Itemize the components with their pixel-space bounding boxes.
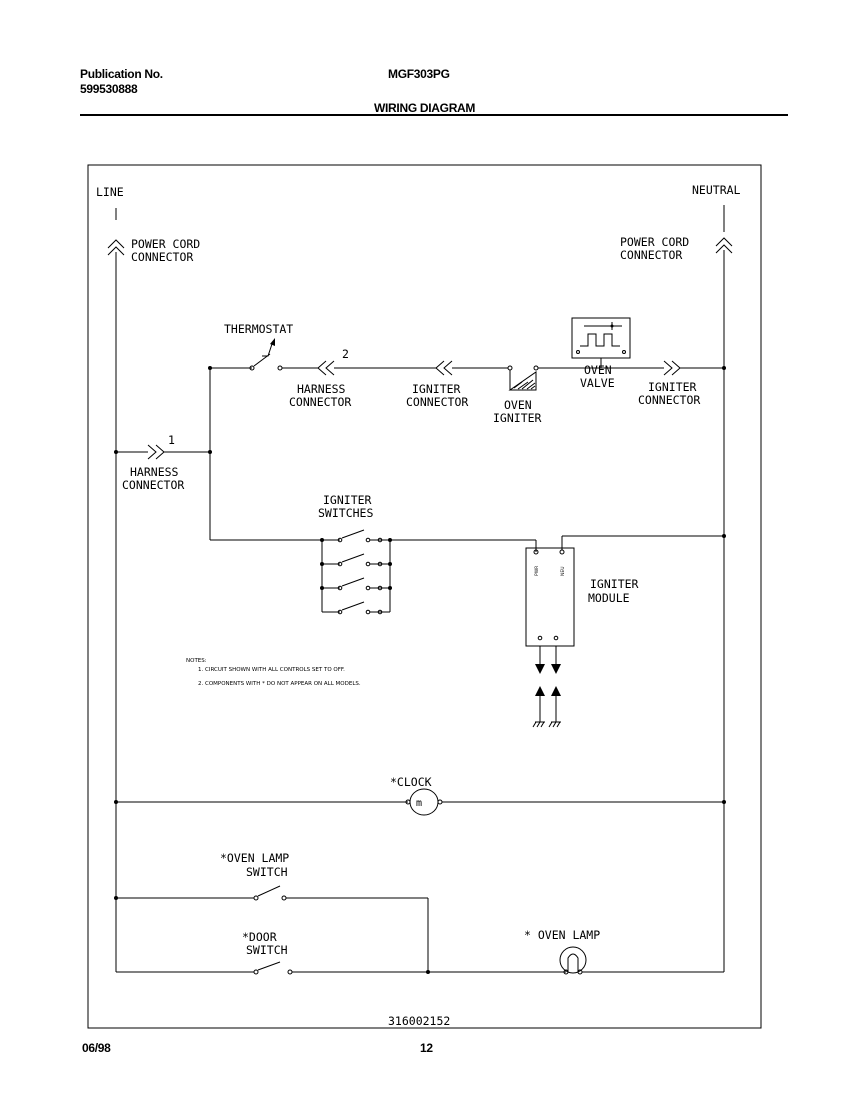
- power-cord-left-line2: CONNECTOR: [131, 250, 193, 264]
- clock-label: *CLOCK: [390, 775, 432, 789]
- neutral-label: NEUTRAL: [692, 183, 741, 197]
- oven-valve-line2: VALVE: [580, 376, 615, 390]
- igniter-switches-line2: SWITCHES: [318, 506, 373, 520]
- harness-connector-2-icon: [317, 360, 335, 376]
- igniter-switch-4-icon: [322, 601, 390, 615]
- oven-igniter-line2: IGNITER: [493, 411, 542, 425]
- oven-valve-icon: [571, 317, 631, 368]
- diagram-border: [87, 164, 762, 1029]
- svg-text:m: m: [416, 798, 422, 809]
- model-number: MGF303PG: [388, 67, 450, 81]
- power-cord-left-line1: POWER CORD: [131, 237, 200, 251]
- harness-number-1: 1: [168, 433, 175, 447]
- oven-igniter-line1: OVEN: [504, 398, 532, 412]
- igniter-switch-2-icon: [322, 553, 390, 567]
- publication-label: Publication No.: [80, 67, 163, 81]
- igniter-module-line2: MODULE: [588, 591, 630, 605]
- igniter-switch-3-icon: [322, 577, 390, 591]
- part-number: 316002152: [388, 1014, 450, 1028]
- harness-left-line2: CONNECTOR: [122, 478, 184, 492]
- header-rule: [80, 114, 788, 116]
- oven-lamp-switch-line2: SWITCH: [246, 865, 288, 879]
- oven-lamp-switch-line1: *OVEN LAMP: [220, 851, 289, 865]
- power-cord-connector-left-icon: [107, 239, 125, 256]
- module-terminal-neu: NEU: [560, 566, 566, 576]
- note-2: 2. COMPONENTS WITH * DO NOT APPEAR ON AL…: [198, 681, 361, 687]
- publication-number: 599530888: [80, 82, 138, 96]
- harness-top-line2: CONNECTOR: [289, 395, 351, 409]
- module-terminal-pwr: PWR: [534, 566, 540, 576]
- door-switch-line1: *DOOR: [242, 930, 277, 944]
- oven-valve-line1: OVEN: [584, 363, 612, 377]
- igniter-conn-right-line1: IGNITER: [648, 380, 697, 394]
- igniter-conn-left-line2: CONNECTOR: [406, 395, 468, 409]
- thermostat-label: THERMOSTAT: [224, 322, 293, 336]
- thermostat-switch-icon: [249, 338, 283, 371]
- power-cord-connector-right-icon: [715, 237, 733, 254]
- notes-title: NOTES:: [186, 658, 207, 664]
- igniter-module-line1: IGNITER: [590, 577, 639, 591]
- door-switch-line2: SWITCH: [246, 943, 288, 957]
- harness-left-line1: HARNESS: [130, 465, 179, 479]
- igniter-connector-left-icon: [435, 360, 453, 376]
- section-title: WIRING DIAGRAM: [374, 101, 476, 115]
- harness-top-line1: HARNESS: [297, 382, 346, 396]
- igniter-module-icon: [525, 547, 575, 647]
- oven-lamp-icon: [559, 946, 587, 975]
- oven-lamp-label: * OVEN LAMP: [524, 928, 600, 942]
- footer-date: 06/98: [82, 1041, 111, 1055]
- igniter-switches-line1: IGNITER: [323, 493, 372, 507]
- igniter-connector-right-icon: [663, 360, 681, 376]
- module-output-arrows-icon: [535, 646, 561, 674]
- door-switch-icon: [253, 961, 293, 975]
- oven-lamp-switch-icon: [253, 885, 287, 901]
- ground-symbol-icon: [532, 686, 561, 728]
- note-1: 1. CIRCUIT SHOWN WITH ALL CONTROLS SET T…: [198, 667, 345, 673]
- oven-igniter-icon: [507, 365, 539, 391]
- clock-motor-icon: m: [405, 788, 443, 816]
- igniter-conn-left-line1: IGNITER: [412, 382, 461, 396]
- igniter-switch-1-icon: [322, 529, 390, 543]
- line-label: LINE: [96, 185, 124, 199]
- igniter-conn-right-line2: CONNECTOR: [638, 393, 700, 407]
- footer-page-number: 12: [420, 1041, 433, 1055]
- harness-number-2: 2: [342, 347, 349, 361]
- power-cord-right-line1: POWER CORD: [620, 235, 689, 249]
- harness-connector-1-icon: [147, 444, 165, 460]
- power-cord-right-line2: CONNECTOR: [620, 248, 682, 262]
